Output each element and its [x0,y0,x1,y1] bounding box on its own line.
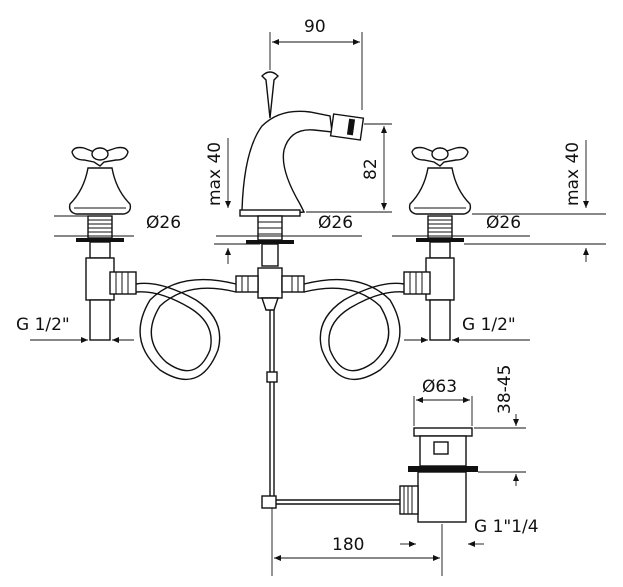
waste-assembly [399,427,478,523]
hoses [135,278,405,380]
dimension-lines [30,32,606,576]
spacing-label: 180 [332,535,364,555]
spout-reach-label: 90 [304,17,326,37]
waste-dia-label: Ø63 [422,377,457,397]
thread-right-label: G 1/2" [462,315,516,335]
left-valve [68,146,137,341]
max-right-label: max 40 [563,142,583,206]
dia-right-label: Ø26 [486,213,521,233]
waste-thread-label: G 1"1/4 [474,517,539,537]
dia-left-label: Ø26 [146,213,181,233]
thread-left-label: G 1/2" [16,315,70,335]
max-center-label: max 40 [205,142,225,206]
waste-range-label: 38-45 [495,365,515,414]
dia-center-label: Ø26 [318,213,353,233]
spout-height-label: 82 [361,158,381,180]
right-valve [403,146,472,341]
center-spout [235,71,400,509]
